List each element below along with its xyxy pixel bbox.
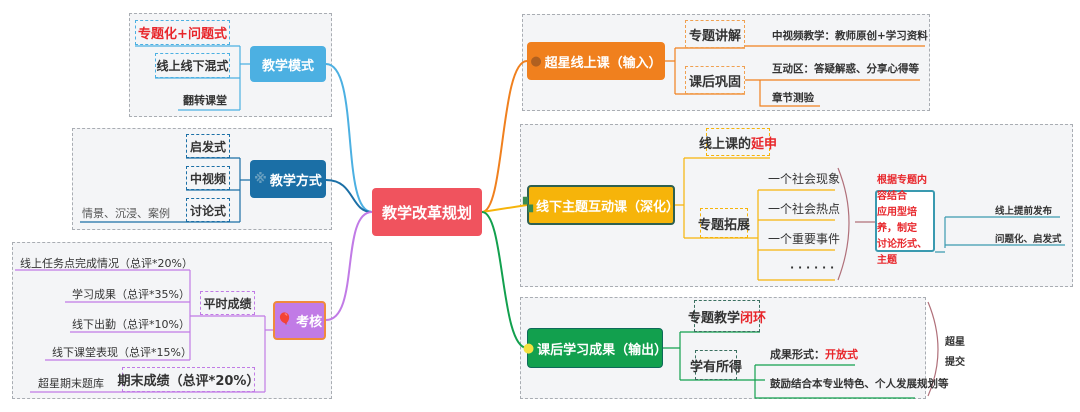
mode-item-blended[interactable]: 线上线下混式 xyxy=(155,53,230,78)
closed-loop-text: 专题教学 xyxy=(687,310,740,326)
output-region xyxy=(520,297,926,399)
assess-node[interactable]: 🎈考核 xyxy=(273,301,326,340)
form-value: 开放式 xyxy=(825,348,858,361)
method-node[interactable]: ※教学方式 xyxy=(250,160,326,198)
method-icon: ※ xyxy=(254,171,267,187)
summary-note: 问题化、启发式 xyxy=(995,234,1062,245)
extension-highlight: 延申 xyxy=(751,136,778,152)
online-label: 超星线上课（输入） xyxy=(544,55,662,71)
output-form: 成果形式：开放式 xyxy=(770,346,858,362)
assess-icon: 🎈 xyxy=(276,313,294,328)
online-node[interactable]: ●超星线上课（输入） xyxy=(527,42,665,80)
method-label: 教学方式 xyxy=(269,173,322,189)
center-node[interactable]: 教学改革规划 xyxy=(372,188,482,236)
offline-icon: ▚ xyxy=(523,197,533,213)
summary-line: 应用型培养，制定 xyxy=(877,207,917,234)
expand-item: · · · · · · xyxy=(790,261,835,274)
regular-score[interactable]: 平时成绩 xyxy=(200,291,255,315)
summary-line: 讨论形式、主题 xyxy=(877,239,927,266)
assess-item: 线下课堂表现（总评*15%） xyxy=(52,346,192,359)
online-icon: ● xyxy=(530,53,542,69)
online-topic-note: 中视频教学：教师原创+学习资料 xyxy=(772,30,928,42)
assess-label: 考核 xyxy=(296,315,323,330)
final-score[interactable]: 期末成绩（总评*20%） xyxy=(118,367,259,392)
extension-text: 线上课的 xyxy=(698,136,751,152)
final-note: 超星期末题库 xyxy=(38,377,104,390)
output-gain[interactable]: 学有所得 xyxy=(690,350,742,380)
output-node[interactable]: ●课后学习成果（输出） xyxy=(523,328,667,368)
offline-summary[interactable]: 根据专题内容结合 应用型培养，制定 讨论形式、主题 xyxy=(875,175,935,266)
mode-node[interactable]: 教学模式 xyxy=(250,46,326,82)
method-item-discussion[interactable]: 讨论式 xyxy=(186,198,230,222)
submit-label: 超星 xyxy=(945,337,965,348)
submit-label: 提交 xyxy=(945,357,965,368)
summary-note: 线上提前发布 xyxy=(995,206,1053,217)
form-label: 成果形式： xyxy=(770,348,825,361)
online-note: 互动区：答疑解惑、分享心得等 xyxy=(772,63,919,75)
expand-item: 一个社会热点 xyxy=(768,202,841,216)
online-consolidate[interactable]: 课后巩固 xyxy=(685,66,745,94)
method-note: 情景、沉浸、案例 xyxy=(82,207,170,220)
assess-item: 学习成果（总评*35%） xyxy=(72,288,190,301)
output-label: 课后学习成果（输出） xyxy=(537,342,668,358)
expand-item: 一个社会现象 xyxy=(768,172,841,186)
bulb-icon: ● xyxy=(522,340,535,356)
offline-expand[interactable]: 专题拓展 xyxy=(698,208,750,238)
offline-extension[interactable]: 线上课的延申 xyxy=(699,128,777,156)
online-topic[interactable]: 专题讲解 xyxy=(685,20,745,48)
expand-item: 一个重要事件 xyxy=(768,232,841,246)
mode-item-topic[interactable]: 专题化+问题式 xyxy=(135,20,230,45)
assess-item: 线下出勤（总评*10%） xyxy=(72,318,190,331)
method-item-video[interactable]: 中视频 xyxy=(186,166,230,190)
offline-node[interactable]: ▚线下主题互动课（深化） xyxy=(523,185,679,225)
method-item-heuristic[interactable]: 启发式 xyxy=(186,134,230,158)
closed-loop-highlight: 闭环 xyxy=(740,310,767,326)
summary-line: 根据专题内容结合 xyxy=(877,175,927,202)
mode-item-flipped[interactable]: 翻转课堂 xyxy=(183,94,227,107)
output-encourage: 鼓励结合本专业特色、个人发展规划等 xyxy=(770,378,949,390)
output-closed-loop[interactable]: 专题教学闭环 xyxy=(688,300,766,332)
assess-item: 线上任务点完成情况（总评*20%） xyxy=(20,257,193,270)
offline-label: 线下主题互动课（深化） xyxy=(536,199,680,215)
online-note: 章节测验 xyxy=(772,92,814,104)
